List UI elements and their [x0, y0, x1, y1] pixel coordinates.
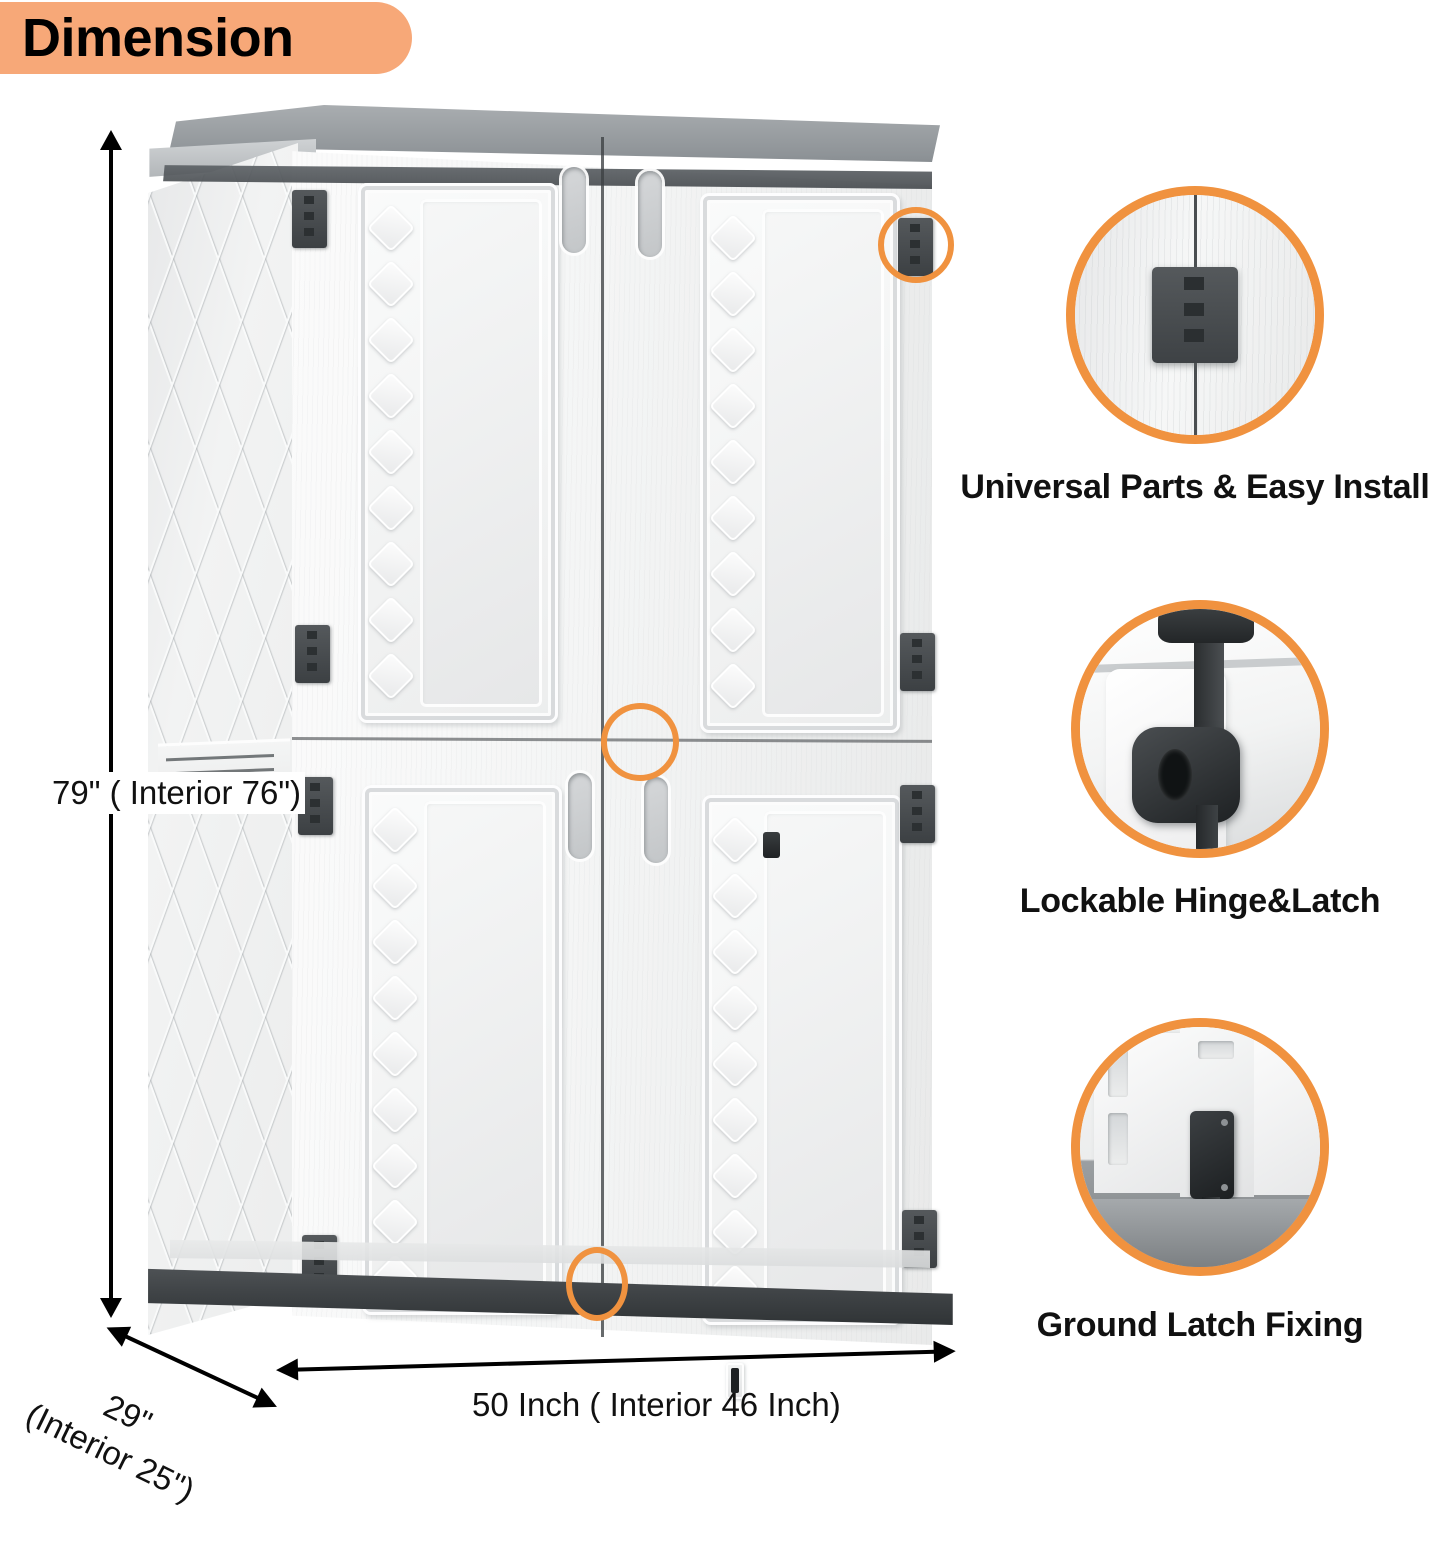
- hinge-highlight-ring: [878, 207, 954, 283]
- center-door-latch[interactable]: [763, 832, 780, 858]
- latch-lock-photo-icon: [1071, 600, 1329, 858]
- ground-latch-highlight-ring: [566, 1247, 628, 1321]
- header-badge: [0, 2, 412, 74]
- width-dimension-label: 50 Inch ( Interior 46 Inch): [472, 1386, 841, 1423]
- panel-inner: [762, 209, 884, 717]
- shed-roof-lip: [163, 165, 932, 189]
- ground-latch-anchor[interactable]: [726, 1363, 744, 1399]
- diamond-row: [710, 809, 760, 1313]
- diamond-row: [370, 799, 420, 1303]
- feature-caption: Ground Latch Fixing: [1036, 1306, 1364, 1344]
- feature-caption: Lockable Hinge&Latch: [1019, 882, 1381, 920]
- hinge-mid-right: [900, 633, 935, 691]
- diamond-row: [708, 207, 758, 719]
- hinge-photo-icon: [1066, 186, 1324, 444]
- feature-callout-ground-latch: Ground Latch Fixing: [965, 1018, 1435, 1345]
- center-latch-highlight-ring: [601, 703, 679, 781]
- door-panel-bottom-right: [702, 795, 902, 1325]
- product-illustration: [140, 105, 960, 1399]
- height-dimension-label: 79" ( Interior 76"): [48, 772, 306, 814]
- door-handle-bottom-right[interactable]: [644, 777, 668, 863]
- hinge-top-left: [292, 190, 327, 248]
- shed-side-panel: [148, 143, 298, 1335]
- panel-inner: [764, 811, 886, 1309]
- hinge-mid-left: [295, 625, 330, 683]
- hinge-lower-right: [900, 785, 935, 843]
- door-handle-top-left[interactable]: [562, 167, 586, 253]
- panel-inner: [420, 199, 542, 707]
- door-handle-top-right[interactable]: [638, 171, 662, 257]
- height-dimension-arrow: [109, 148, 113, 1300]
- ground-anchor-photo-icon: [1071, 1018, 1329, 1276]
- feature-caption: Universal Parts & Easy Install: [960, 468, 1430, 506]
- door-panel-top-right: [700, 193, 900, 733]
- infographic-canvas: Dimension: [0, 0, 1445, 1455]
- door-panel-bottom-left: [362, 785, 562, 1315]
- feature-callout-lockable-latch: Lockable Hinge&Latch: [965, 600, 1435, 921]
- door-panel-top-left: [358, 183, 558, 723]
- feature-callout-universal-parts: Universal Parts & Easy Install: [960, 186, 1430, 507]
- diamond-row: [366, 197, 416, 709]
- width-dimension-arrow: [281, 1349, 950, 1372]
- panel-inner: [424, 801, 546, 1299]
- depth-dimension-label: 29" (Interior 25"): [19, 1356, 316, 1559]
- door-handle-bottom-left[interactable]: [568, 773, 592, 859]
- page-title: Dimension: [22, 8, 294, 68]
